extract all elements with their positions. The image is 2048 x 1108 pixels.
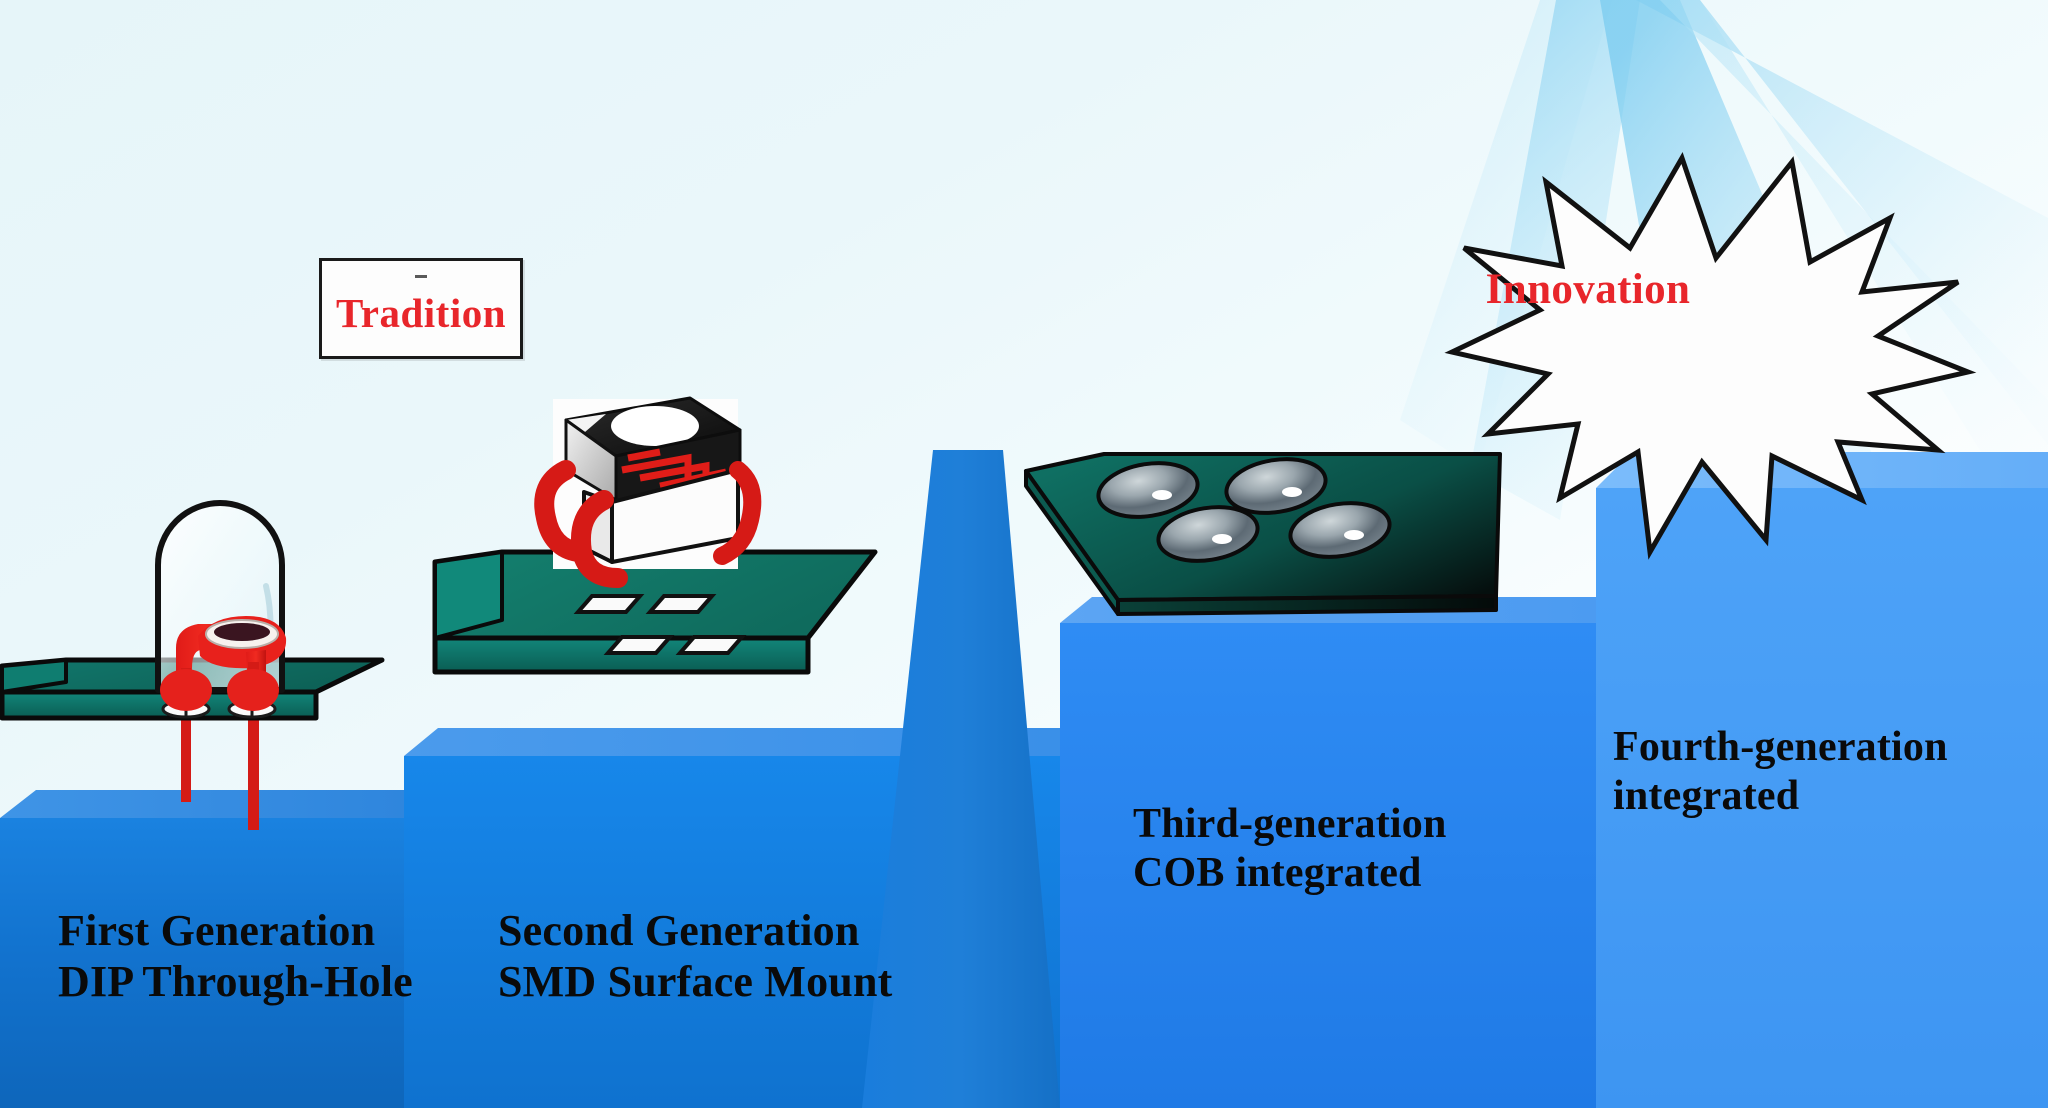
spike-pillar: [862, 450, 1060, 1108]
step-2-label: Second Generation SMD Surface Mount: [498, 906, 893, 1007]
smd-jlead-center: [571, 490, 628, 588]
smd-pad-3: [603, 635, 675, 655]
cob-board-front-face: [1116, 594, 1498, 616]
step-3-front-face: [1060, 623, 1596, 1108]
dip-pcb-left-bevel: [0, 658, 68, 694]
innovation-starburst-shape: [1444, 151, 1977, 560]
cob-dome-specular-1: [1152, 490, 1172, 500]
staircase: [0, 450, 2048, 1108]
step-1-label: First Generation DIP Through-Hole: [58, 906, 413, 1007]
smd-pad-1: [573, 594, 645, 614]
cob-dome-back-left: [1096, 461, 1200, 519]
cob-dome-specular-4: [1344, 530, 1364, 540]
dip-lead-right-lower: [248, 690, 259, 830]
step-4-front-face: [1596, 488, 2048, 1108]
dip-bead-left: [160, 669, 212, 711]
dip-bead-right: [227, 669, 279, 711]
dip-through-hole-assembly: [0, 500, 385, 830]
smd-pad-2: [645, 594, 717, 614]
innovation-starburst[interactable]: [1444, 151, 1977, 560]
cob-integrated-assembly: [1024, 452, 1502, 616]
cob-dome-front-left: [1156, 505, 1260, 563]
smd-surface-mount-assembly: [432, 396, 878, 675]
step-2-top-face: [404, 728, 1060, 756]
dip-led-die: [214, 623, 270, 641]
smd-jlead-left: [534, 460, 588, 562]
cob-dome-specular-2: [1282, 487, 1302, 497]
step-1-front-face: [0, 818, 404, 1108]
step-4-block: [1596, 452, 2048, 1108]
cob-led-domes: [1096, 457, 1392, 563]
smd-pcb-left-bevel: [433, 550, 504, 640]
dip-lead-left-lower: [181, 690, 191, 802]
smd-lens-aperture: [611, 406, 699, 446]
step-3-block: [1060, 597, 1596, 1108]
step-4-label: Fourth-generation integrated: [1613, 724, 1948, 820]
cob-board-left-bevel: [1024, 469, 1120, 616]
tradition-callout-box[interactable]: Tradition: [319, 258, 523, 359]
cob-dome-back-right: [1224, 457, 1328, 515]
tradition-speck-mark: [415, 275, 428, 278]
tradition-label: Tradition: [335, 290, 507, 336]
cob-dome-specular-3: [1212, 534, 1232, 544]
step-1-block: [0, 790, 404, 1108]
cob-dome-front-right: [1288, 501, 1392, 559]
step-1-top-face: [0, 790, 404, 818]
innovation-label: Innovation: [1485, 266, 1691, 313]
smd-pad-4: [675, 635, 747, 655]
light-ray-4: [1636, 0, 2048, 445]
step-3-label: Third-generation COB integrated: [1133, 801, 1447, 897]
smd-jlead-right: [713, 461, 762, 565]
light-ray-2: [1470, 0, 1640, 520]
